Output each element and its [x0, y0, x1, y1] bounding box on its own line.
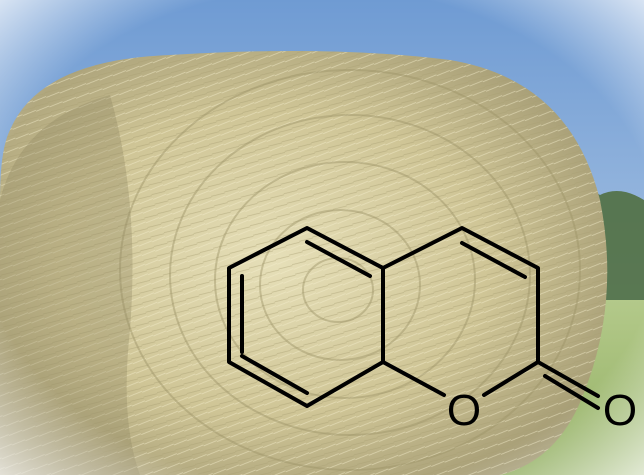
pyrone-bond-o-c — [482, 360, 540, 397]
benzene-ring — [227, 226, 385, 408]
ring-oxygen-label: O — [447, 386, 481, 435]
pyrone-double-bond — [460, 241, 527, 279]
benzene-double-bond-2 — [240, 354, 309, 395]
pyrone-ring-top — [381, 226, 540, 364]
carbonyl-bond-1 — [536, 360, 600, 398]
pyrone-bond-c-o — [381, 360, 446, 397]
benzene-double-bond-1 — [305, 240, 372, 278]
carbonyl-bond-2 — [543, 374, 600, 410]
carbonyl-oxygen-label: O — [603, 386, 637, 435]
